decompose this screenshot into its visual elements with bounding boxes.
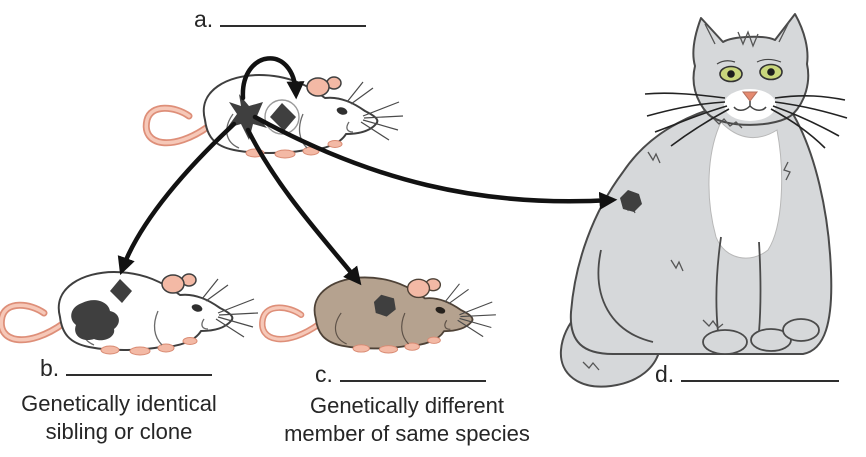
cat-illustration <box>559 13 848 388</box>
label-b-prefix: b. <box>40 355 60 381</box>
label-c-prefix: c. <box>315 361 333 387</box>
cat-front-legs <box>597 236 762 343</box>
mouse-whiskers <box>201 278 259 338</box>
mouse-ear <box>406 278 431 299</box>
identical-mouse-illustration <box>0 271 259 356</box>
label-a-prefix: a. <box>194 6 214 32</box>
mouse-ear <box>161 274 185 294</box>
mouse-feet <box>352 336 441 354</box>
label-a: a. <box>194 6 367 33</box>
different-mouse-illustration <box>259 276 496 354</box>
cat-eyes <box>716 58 783 83</box>
caption-c-line2: member of same species <box>284 421 530 446</box>
mouse-ear <box>306 77 330 97</box>
mouse-leg-lines <box>334 312 451 345</box>
graft-patch <box>373 294 396 317</box>
mouse-tail-highlight <box>260 306 321 341</box>
graft-patch <box>110 279 132 303</box>
cat-chest-white <box>708 121 783 259</box>
mouse-tail <box>259 304 323 343</box>
label-c: c. <box>315 361 486 388</box>
mouse-tail-highlight <box>0 303 66 342</box>
mouse-whiskers <box>444 283 496 338</box>
label-b: b. <box>40 355 213 382</box>
cat-paws <box>702 318 820 355</box>
cat-mouth <box>733 101 767 111</box>
caption-b: Genetically identical sibling or clone <box>0 390 238 446</box>
mouse-tail <box>0 301 68 344</box>
mouse-eye <box>435 306 446 314</box>
caption-b-line1: Genetically identical <box>21 391 217 416</box>
mouse-eye <box>336 107 348 115</box>
mouse-feet <box>100 337 198 356</box>
answer-blank-b[interactable] <box>66 355 213 376</box>
label-d-prefix: d. <box>655 361 675 387</box>
caption-c-line1: Genetically different <box>309 393 505 418</box>
label-d: d. <box>655 361 840 388</box>
cat-nose <box>741 91 759 102</box>
mouse-eye <box>191 304 203 312</box>
answer-blank-a[interactable] <box>220 6 367 27</box>
fur-patch <box>71 300 119 341</box>
answer-blank-d[interactable] <box>681 361 840 382</box>
cat-whiskers <box>644 92 848 149</box>
donor-mouse-illustration <box>142 74 404 159</box>
graft-patch <box>620 190 642 212</box>
answer-blank-c[interactable] <box>339 361 486 382</box>
donor-site-patch <box>227 94 267 140</box>
caption-c: Genetically different member of same spe… <box>266 392 548 448</box>
caption-b-line2: sibling or clone <box>45 419 193 444</box>
cat-body <box>569 109 833 355</box>
mouse-tail <box>142 104 213 147</box>
